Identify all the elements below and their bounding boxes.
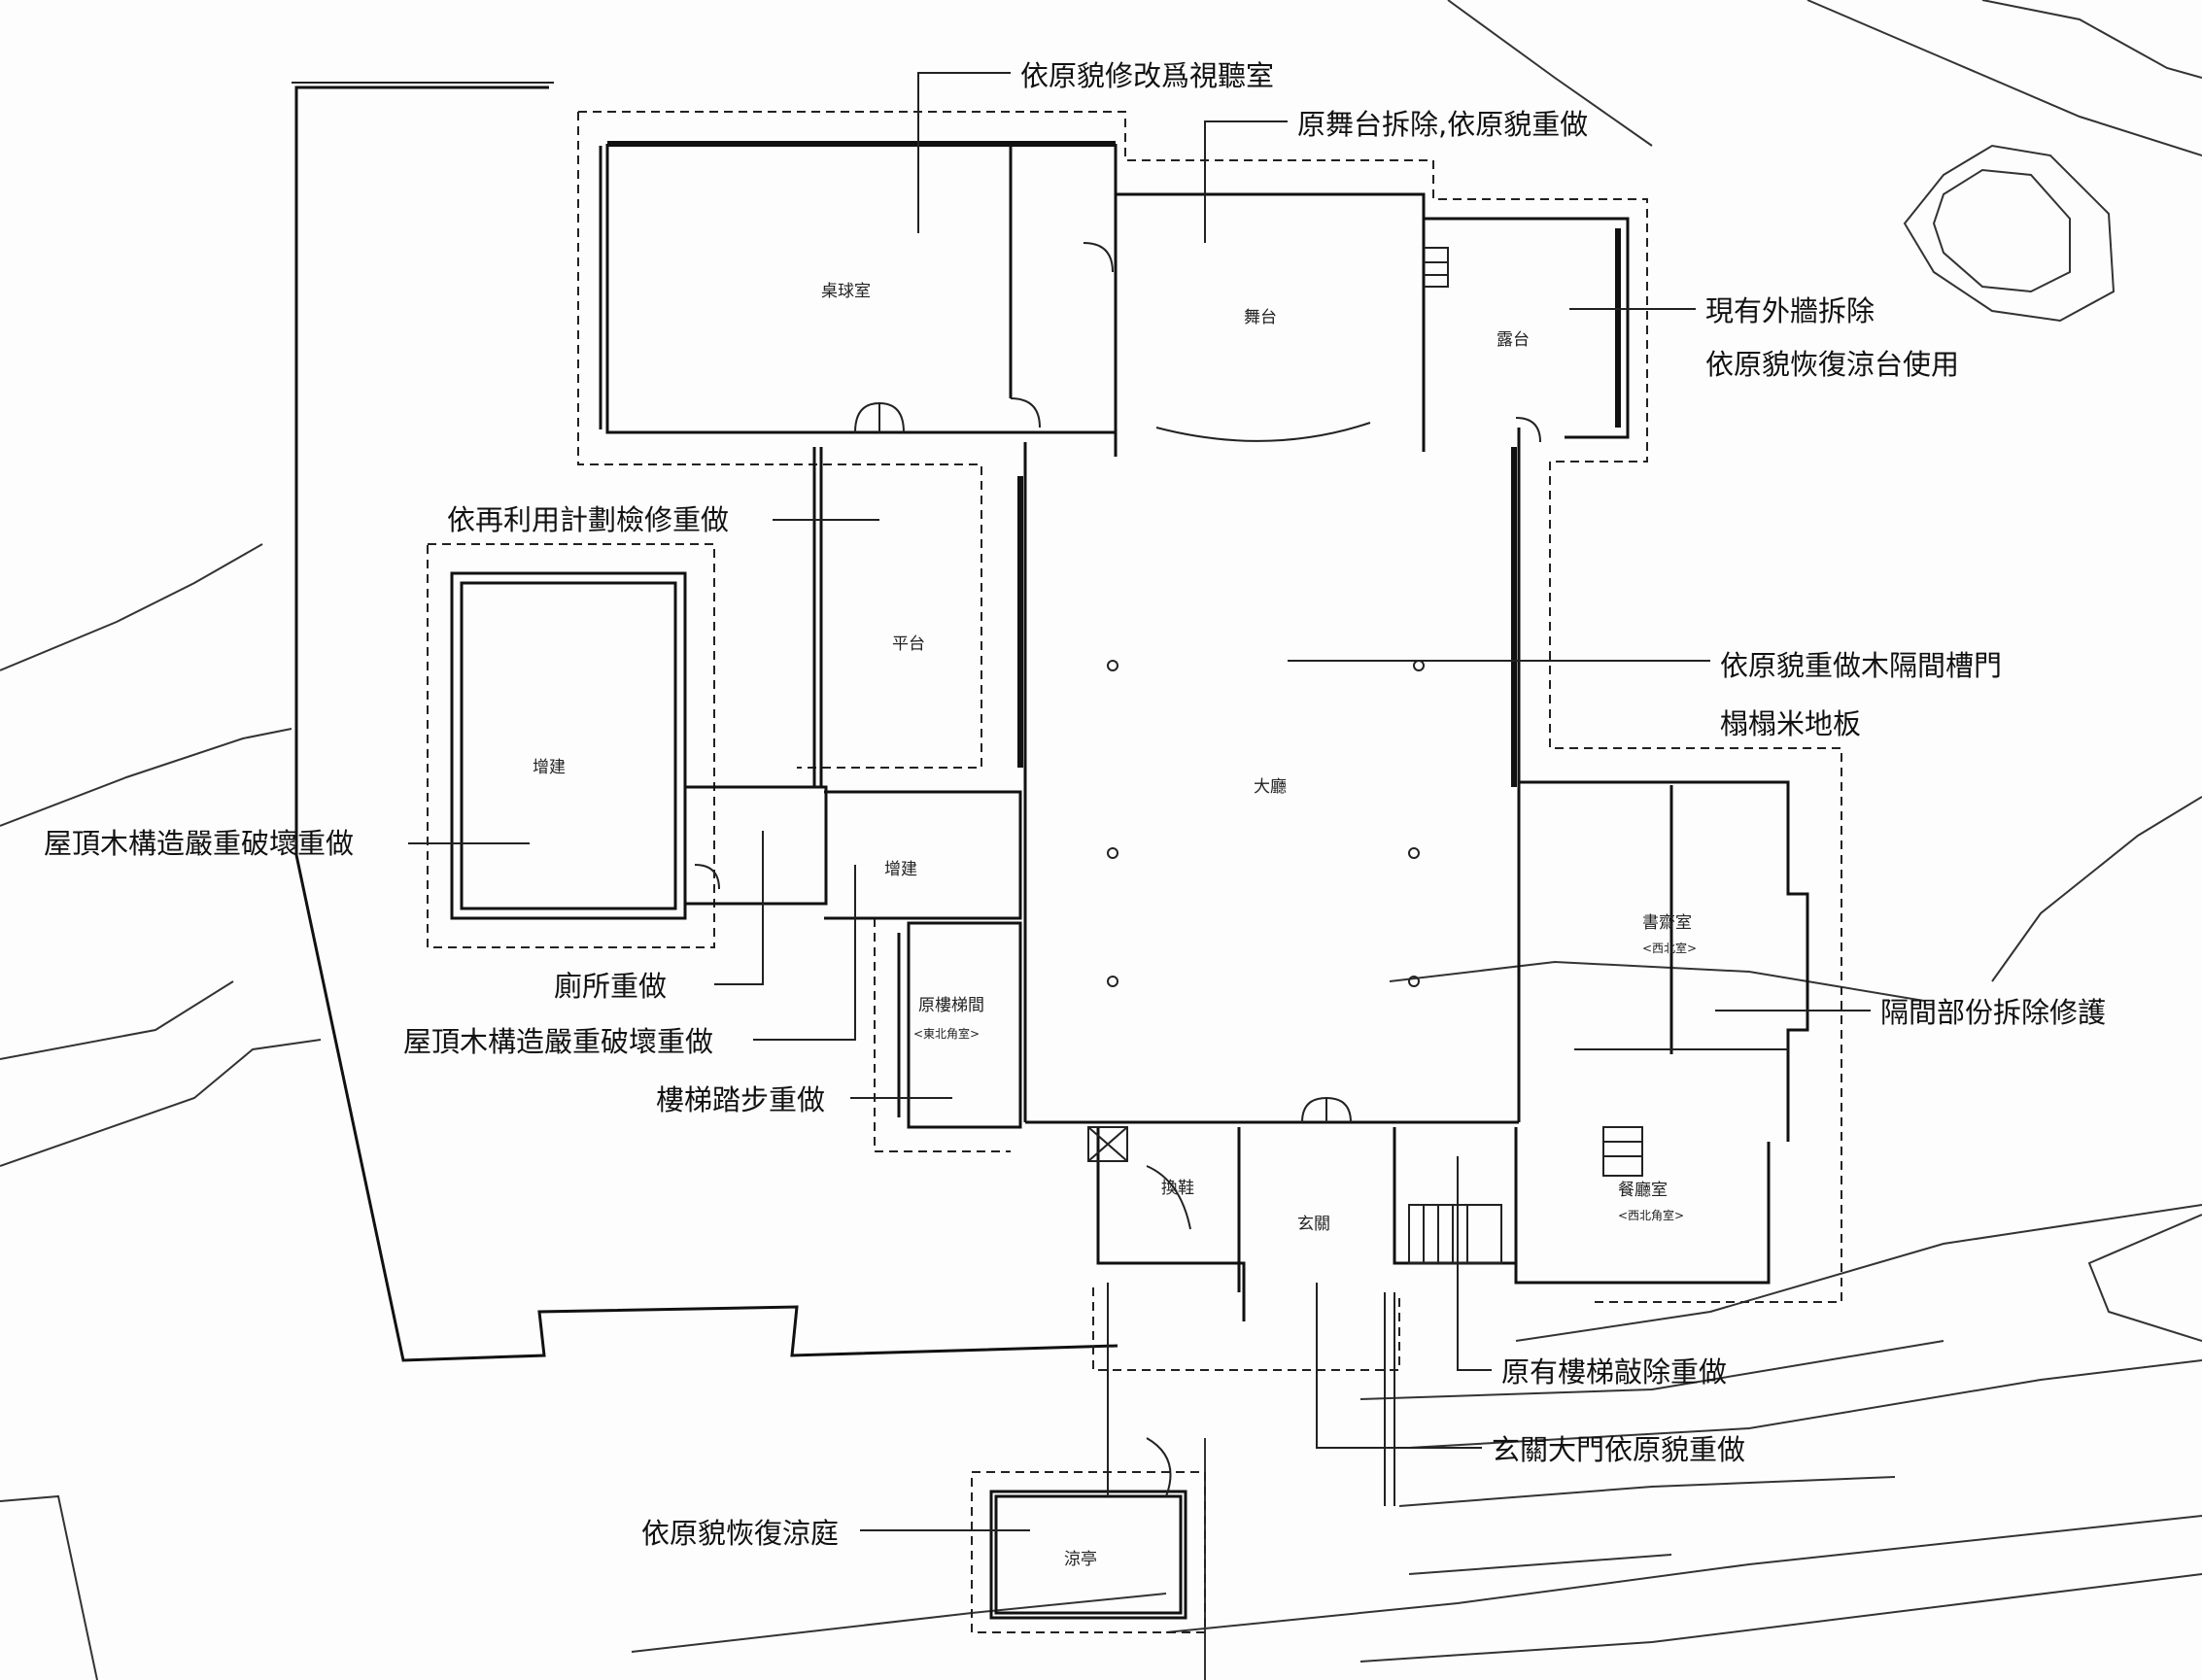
note-partition-remove: 隔間部份拆除修護: [1880, 996, 2106, 1029]
note-partition-1: 依原貌重做木隔間槽門: [1720, 649, 2002, 682]
note-av-room: 依原貌修改爲視聽室: [1020, 59, 1274, 92]
room-labels: 桌球室 舞台 露台 平台 增建 增建 大廳 原樓梯間 <東北角室> 書齋室 <西…: [533, 282, 1697, 1569]
room-dining: 餐廳室: [1618, 1181, 1668, 1200]
room-annex-mid: 增建: [884, 860, 917, 879]
room-balcony: 露台: [1497, 330, 1530, 350]
note-toilet: 廁所重做: [554, 970, 667, 1003]
leader-lines: [408, 72, 1871, 1531]
stairs: [1087, 247, 1643, 1264]
note-stair-steps: 樓梯踏步重做: [656, 1083, 825, 1116]
room-stair-sub: <東北角室>: [913, 1026, 980, 1041]
note-stage-rebuild: 原舞台拆除,依原貌重做: [1297, 108, 1588, 141]
note-pavilion-restore: 依原貌恢復涼庭: [641, 1517, 839, 1550]
note-outer-wall-1: 現有外牆拆除: [1705, 294, 1875, 327]
building-walls: [450, 141, 1809, 1620]
room-study-sub: <西北室>: [1642, 941, 1697, 955]
room-study: 書齋室: [1642, 913, 1692, 933]
doors: [694, 242, 1541, 1497]
note-reuse-plan: 依再利用計劃檢修重做: [447, 503, 729, 536]
hall-columns: [1107, 660, 1425, 987]
note-roof-mid: 屋頂木構造嚴重破壞重做: [403, 1025, 713, 1058]
room-platform: 平台: [892, 634, 925, 654]
room-stair: 原樓梯間: [918, 996, 984, 1015]
room-dining-sub: <西北角室>: [1618, 1208, 1684, 1222]
dashed-outlines: [427, 111, 1842, 1633]
note-partition-2: 榻榻米地板: [1720, 707, 1861, 740]
room-hall: 大廳: [1254, 777, 1287, 797]
note-outer-wall-2: 依原貌恢復涼台使用: [1705, 348, 1959, 381]
room-stage: 舞台: [1244, 308, 1277, 327]
note-entrance-door: 玄關大門依原貌重做: [1492, 1433, 1745, 1466]
annotations: 依原貌修改爲視聽室 原舞台拆除,依原貌重做 現有外牆拆除 依原貌恢復涼台使用 依…: [44, 59, 2106, 1550]
note-stair-remove: 原有樓梯敲除重做: [1501, 1355, 1727, 1389]
room-billiard: 桌球室: [821, 282, 871, 301]
room-annex-left: 增建: [533, 758, 566, 777]
room-shoe: 換鞋: [1161, 1179, 1194, 1198]
note-roof-left: 屋頂木構造嚴重破壞重做: [44, 827, 354, 860]
room-pavilion: 涼亭: [1064, 1550, 1097, 1569]
site-boundary: [294, 86, 1118, 1362]
room-foyer: 玄關: [1297, 1215, 1330, 1234]
